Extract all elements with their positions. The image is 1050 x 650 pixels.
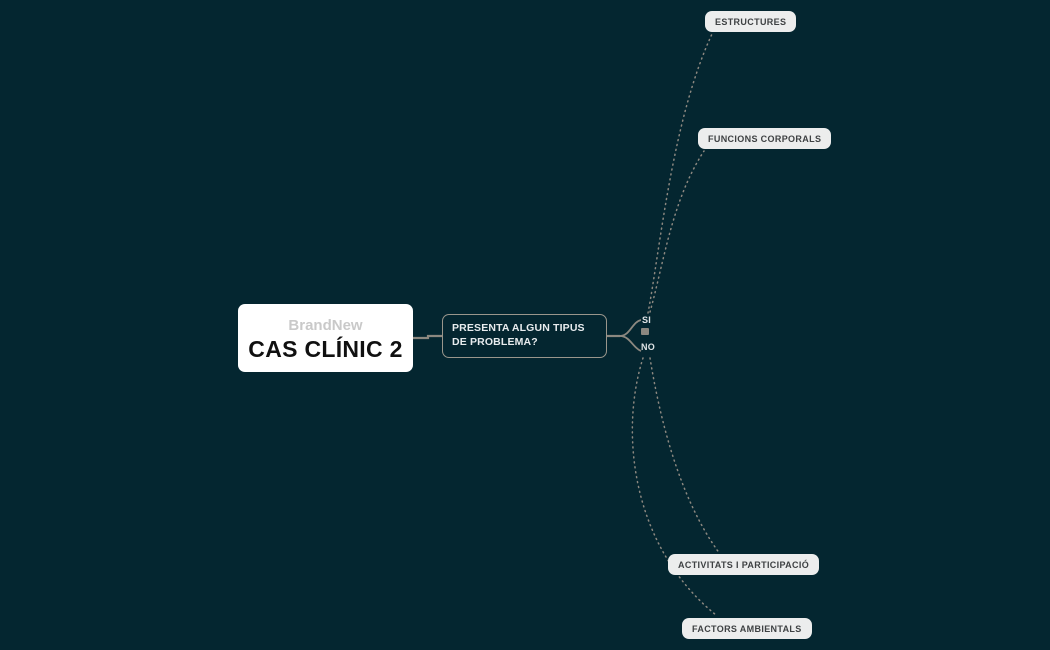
root-node[interactable]: BrandNew CAS CLÍNIC 2 (238, 304, 413, 372)
edge-root-to-question (413, 334, 442, 340)
leaf-label: ACTIVITATS I PARTICIPACIÓ (678, 559, 810, 570)
edge-si-to-funcions (649, 150, 705, 313)
leaf-node-factors-ambientals[interactable]: FACTORS AMBIENTALS (682, 618, 812, 639)
page-title: CAS CLÍNIC 2 (248, 335, 403, 362)
leaf-label: ESTRUCTURES (715, 16, 787, 27)
leaf-node-funcions-corporals[interactable]: FUNCIONS CORPORALS (698, 128, 832, 149)
branch-label-no: NO (641, 342, 655, 352)
branch-label-si: SI (642, 315, 651, 325)
leaf-label: FACTORS AMBIENTALS (692, 623, 802, 634)
leaf-node-estructures[interactable]: ESTRUCTURES (705, 11, 797, 32)
question-label: PRESENTA ALGUN TIPUS DE PROBLEMA? (452, 322, 585, 348)
leaf-label: FUNCIONS CORPORALS (708, 133, 822, 144)
edge-no-to-factors (631, 357, 717, 616)
branch-junction-marker (641, 328, 649, 335)
leaf-node-activitats-i-participacio[interactable]: ACTIVITATS I PARTICIPACIÓ (668, 554, 820, 575)
brand-logo: BrandNew (288, 316, 363, 334)
edge-fork-to-si (619, 319, 642, 337)
edge-fork-to-no (619, 335, 642, 352)
edge-no-to-activitats (649, 357, 721, 555)
edge-si-to-estructures (647, 33, 713, 314)
question-node[interactable]: PRESENTA ALGUN TIPUS DE PROBLEMA? (442, 314, 607, 358)
